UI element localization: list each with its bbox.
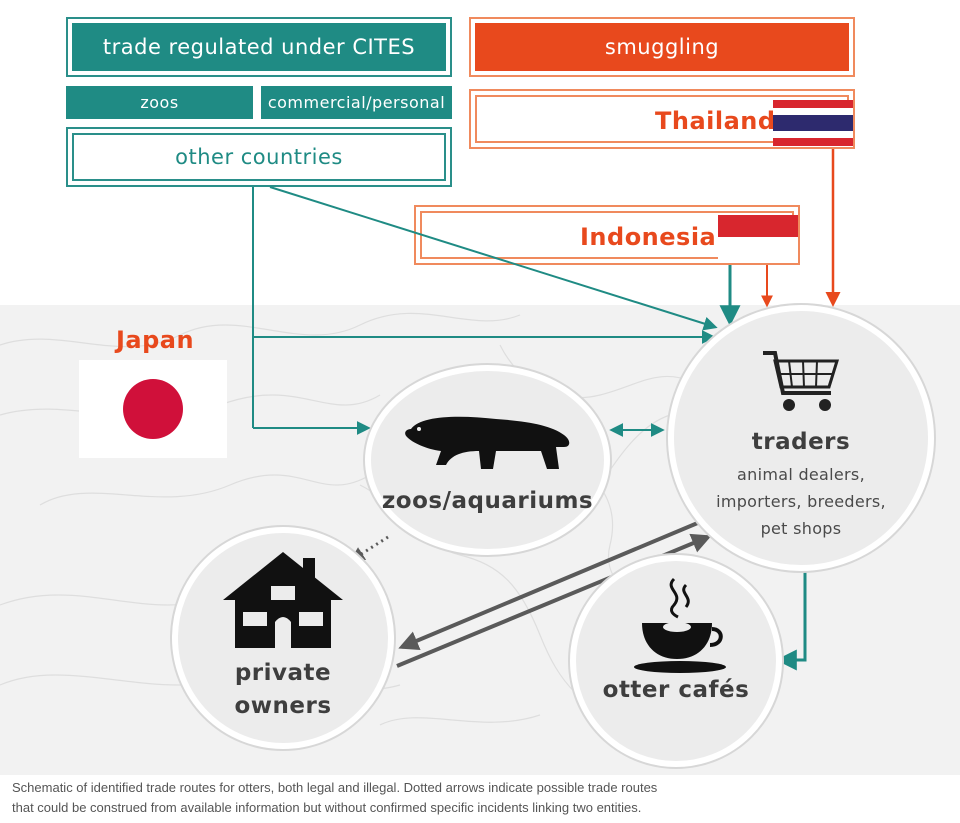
otter-cafes-title: otter cafés <box>602 677 750 703</box>
other-countries-frame: other countries <box>66 127 452 187</box>
traders-node: traders animal dealers, importers, breed… <box>668 305 934 571</box>
private-owners-node: private owners <box>172 527 394 749</box>
indonesia-flag-icon <box>718 215 798 259</box>
traders-sub-2: importers, breeders, <box>716 492 886 511</box>
traders-sub-3: pet shops <box>760 519 842 538</box>
shopping-cart-icon <box>763 351 840 411</box>
thailand-box: Thailand <box>475 95 853 146</box>
private-owners-title-2: owners <box>234 693 332 719</box>
zoos-category: zoos <box>66 86 253 119</box>
caption-line-2: that could be construed from available i… <box>12 800 642 815</box>
private-owners-title-1: private <box>234 660 332 686</box>
arrow-zoos-to-private-dotted <box>349 535 389 562</box>
smuggling-frame: smuggling <box>469 17 855 77</box>
thailand-flag-icon <box>773 100 853 146</box>
cites-title-frame: trade regulated under CITES <box>66 17 452 77</box>
otter-cafes-node: otter cafés <box>570 555 782 767</box>
zoos-aquariums-node: zoos/aquariums <box>365 365 610 555</box>
coffee-cup-icon <box>634 577 726 673</box>
commercial-personal-category: commercial/personal <box>261 86 452 119</box>
house-icon <box>223 552 343 648</box>
smuggling-title: smuggling <box>475 23 849 71</box>
traders-sub-1: animal dealers, <box>737 465 865 484</box>
figure-caption: Schematic of identified trade routes for… <box>12 778 772 818</box>
indonesia-box: Indonesia <box>420 211 798 259</box>
arrow-traders-to-private <box>398 520 701 651</box>
traders-title: traders <box>751 429 851 455</box>
thailand-frame: Thailand <box>469 89 855 149</box>
thailand-label: Thailand <box>655 107 776 135</box>
otter-icon <box>405 416 570 469</box>
other-countries-label: other countries <box>72 133 446 181</box>
indonesia-frame: Indonesia <box>414 205 800 265</box>
cites-title: trade regulated under CITES <box>72 23 446 71</box>
indonesia-label: Indonesia <box>580 223 717 251</box>
arrow-other-to-traders-diagonal <box>269 186 718 331</box>
japan-label: Japan <box>116 326 195 354</box>
arrow-traders-to-cafes <box>775 570 807 671</box>
caption-line-1: Schematic of identified trade routes for… <box>12 780 658 795</box>
japan-flag-icon <box>79 360 227 458</box>
zoos-aquariums-title: zoos/aquariums <box>381 488 594 514</box>
